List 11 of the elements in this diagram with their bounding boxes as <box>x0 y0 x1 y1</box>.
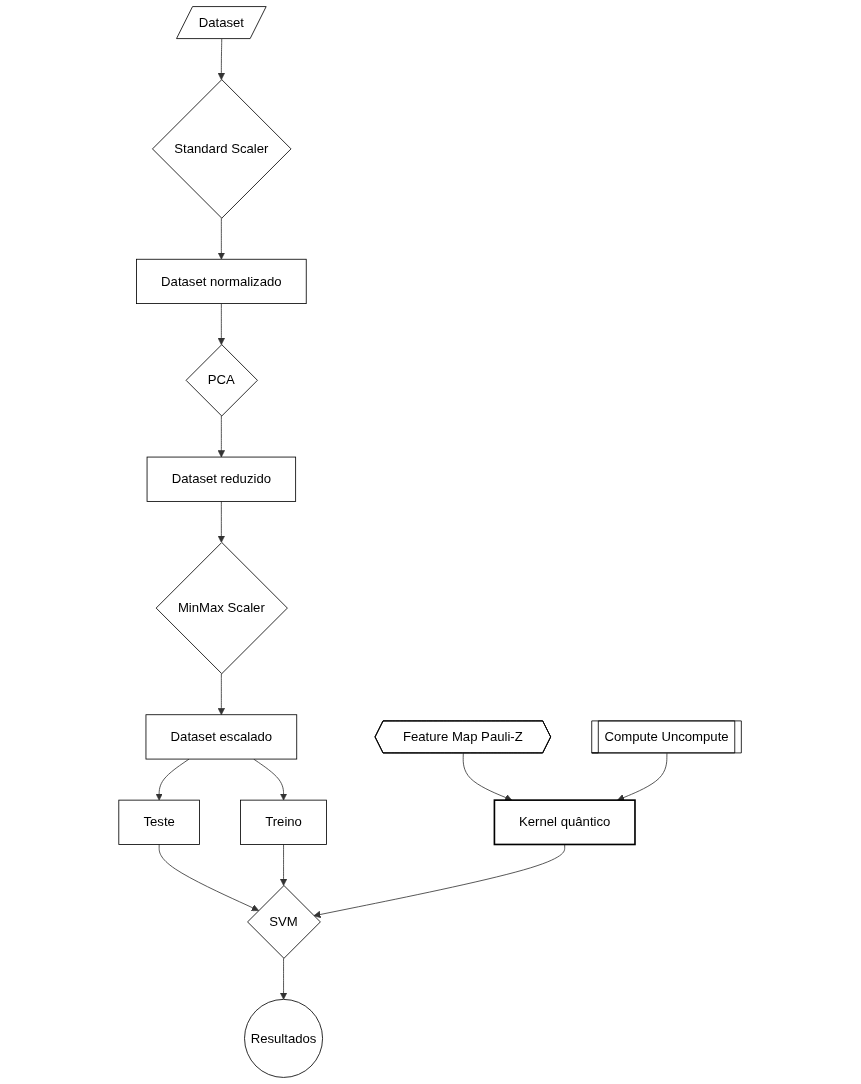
node-circle: Resultados <box>244 999 324 1078</box>
node-diamond: SVM <box>247 885 322 959</box>
node-box: Dataset reduzido <box>147 456 297 502</box>
node-box: Kernel quântico <box>494 799 637 846</box>
node-box: Dataset normalizado <box>136 258 308 304</box>
node-diamond: PCA <box>186 344 259 417</box>
node-diamond: Standard Scaler <box>152 79 292 219</box>
node-box: Dataset escalado <box>145 714 298 760</box>
node-box: Teste <box>118 799 201 845</box>
node-diamond: MinMax Scaler <box>156 542 289 675</box>
node-box: Treino <box>240 799 328 845</box>
